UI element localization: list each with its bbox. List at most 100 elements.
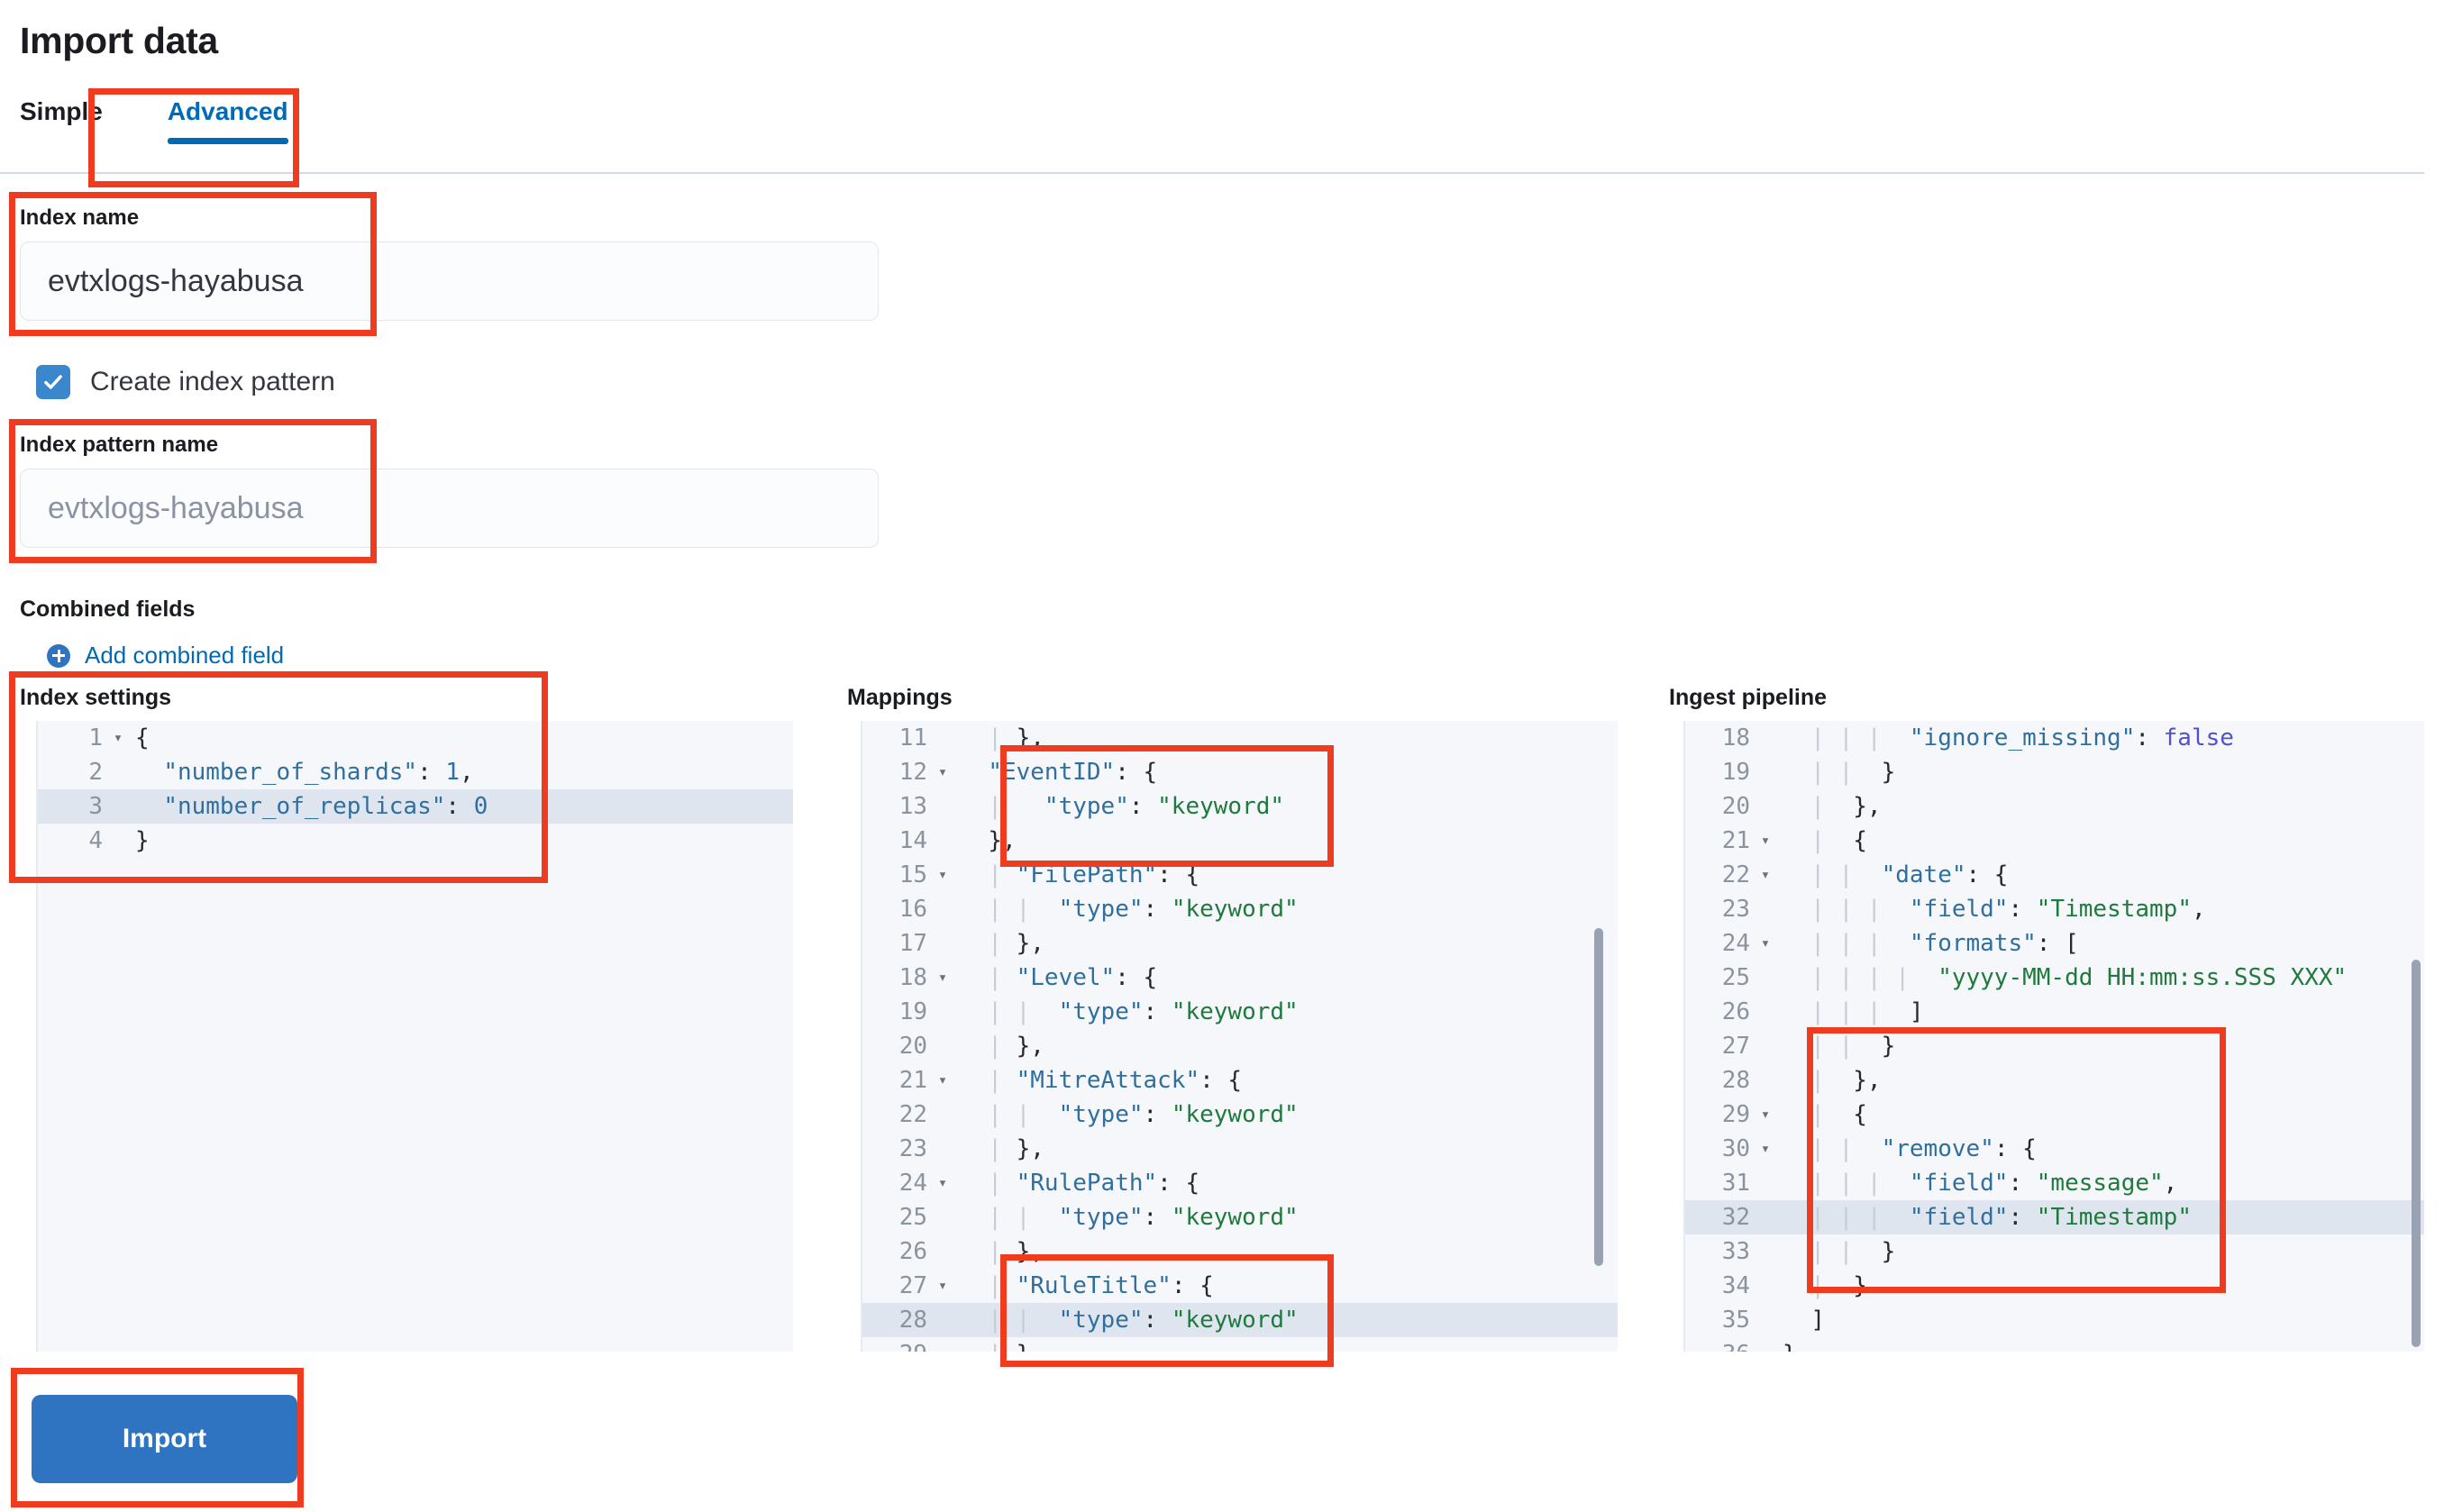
line-number: 34 bbox=[1685, 1269, 1755, 1303]
ingest-pipeline-title: Ingest pipeline bbox=[1669, 685, 1828, 710]
code-text: | "RulePath": { bbox=[960, 1170, 1200, 1197]
index-pattern-name-placeholder: evtxlogs-hayabusa bbox=[48, 490, 304, 525]
line-number: 25 bbox=[1685, 961, 1755, 995]
index-pattern-name-label: Index pattern name bbox=[20, 433, 219, 457]
fold-caret-icon[interactable]: ▾ bbox=[937, 866, 948, 884]
line-number: 20 bbox=[862, 1029, 933, 1063]
code-text: | | | "ignore_missing": false bbox=[1783, 724, 2234, 751]
code-text: | | | ] bbox=[1783, 998, 1924, 1025]
create-index-pattern-row[interactable]: Create index pattern bbox=[36, 365, 335, 399]
code-text: | }, bbox=[953, 1337, 1044, 1352]
fold-caret-icon[interactable]: ▾ bbox=[937, 763, 948, 781]
page-title: Import data bbox=[20, 20, 218, 61]
code-line: 2 "number_of_shards": 1, bbox=[38, 755, 793, 789]
code-text: } bbox=[135, 827, 150, 854]
code-line: 12▾ "EventID": { bbox=[862, 755, 1618, 789]
create-index-pattern-label: Create index pattern bbox=[90, 367, 335, 396]
code-text: | | } bbox=[1783, 1238, 1896, 1265]
code-line: 28 | | "type": "keyword" bbox=[862, 1303, 1618, 1337]
code-text: | }, bbox=[960, 724, 1044, 751]
line-number: 16 bbox=[862, 892, 933, 926]
add-combined-field-button[interactable]: Add combined field bbox=[47, 642, 284, 669]
fold-caret-icon[interactable]: ▾ bbox=[937, 1071, 948, 1089]
import-button[interactable]: Import bbox=[32, 1395, 297, 1483]
line-number: 19 bbox=[862, 995, 933, 1029]
line-number: 22 bbox=[862, 1098, 933, 1132]
code-line: 29▾ | { bbox=[1685, 1098, 2424, 1132]
code-line: 22 | | "type": "keyword" bbox=[862, 1098, 1618, 1132]
index-name-value: evtxlogs-hayabusa bbox=[48, 263, 304, 298]
code-text: | | "remove": { bbox=[1783, 1135, 2037, 1162]
code-text: | "MitreAttack": { bbox=[960, 1067, 1243, 1094]
checkmark-icon[interactable] bbox=[36, 365, 70, 399]
fold-caret-icon[interactable]: ▾ bbox=[1760, 1106, 1771, 1124]
ingest-pipeline-scrollbar[interactable] bbox=[2412, 960, 2421, 1347]
code-text: | "RuleTitle": { bbox=[960, 1272, 1214, 1299]
code-line: 15▾ | "FilePath": { bbox=[862, 858, 1618, 892]
code-text: | }, bbox=[960, 930, 1044, 957]
fold-caret-icon[interactable]: ▾ bbox=[1760, 866, 1771, 884]
fold-caret-icon[interactable]: ▾ bbox=[1760, 1140, 1771, 1158]
index-name-label: Index name bbox=[20, 205, 140, 230]
code-line: 36} bbox=[1685, 1337, 2424, 1352]
code-line: 19 | | } bbox=[1685, 755, 2424, 789]
code-text: | | | "formats": [ bbox=[1783, 930, 2079, 957]
mappings-editor[interactable]: 11 | },12▾ "EventID": {13 | "type": "key… bbox=[861, 721, 1618, 1352]
line-number: 27 bbox=[1685, 1029, 1755, 1063]
code-line: 4} bbox=[38, 824, 793, 858]
code-line: 19 | | "type": "keyword" bbox=[862, 995, 1618, 1029]
line-number: 22 bbox=[1685, 858, 1755, 892]
code-line: 11 | }, bbox=[862, 721, 1618, 755]
fold-caret-icon[interactable]: ▾ bbox=[937, 1277, 948, 1295]
line-number: 24 bbox=[1685, 926, 1755, 961]
code-text: | } bbox=[1783, 1272, 1867, 1299]
line-number: 28 bbox=[1685, 1063, 1755, 1098]
code-text: } bbox=[1775, 1337, 1797, 1352]
code-line: 24▾ | "RulePath": { bbox=[862, 1166, 1618, 1200]
mappings-scrollbar[interactable] bbox=[1594, 928, 1603, 1266]
tab-advanced[interactable]: Advanced bbox=[133, 99, 319, 144]
index-name-input[interactable]: evtxlogs-hayabusa bbox=[20, 241, 879, 321]
code-line: 26 | | | ] bbox=[1685, 995, 2424, 1029]
code-line: 34 | } bbox=[1685, 1269, 2424, 1303]
code-text: | }, bbox=[1783, 1067, 1882, 1094]
line-number: 11 bbox=[862, 721, 933, 755]
line-number: 31 bbox=[1685, 1166, 1755, 1200]
add-combined-field-label: Add combined field bbox=[85, 642, 285, 669]
code-line: 25 | | | | "yyyy-MM-dd HH:mm:ss.SSS XXX" bbox=[1685, 961, 2424, 995]
code-line: 13 | "type": "keyword" bbox=[862, 789, 1618, 824]
line-number: 20 bbox=[1685, 789, 1755, 824]
line-number: 35 bbox=[1685, 1303, 1755, 1337]
fold-caret-icon[interactable]: ▾ bbox=[937, 969, 948, 987]
line-number: 25 bbox=[862, 1200, 933, 1234]
code-line: 18 | | | "ignore_missing": false bbox=[1685, 721, 2424, 755]
code-text: | | "type": "keyword" bbox=[960, 998, 1299, 1025]
fold-caret-icon[interactable]: ▾ bbox=[1760, 934, 1771, 952]
code-line: 27▾ | "RuleTitle": { bbox=[862, 1269, 1618, 1303]
code-line: 22▾ | | "date": { bbox=[1685, 858, 2424, 892]
code-line: 20 | }, bbox=[1685, 789, 2424, 824]
line-number: 4 bbox=[38, 824, 108, 858]
tab-simple[interactable]: Simple bbox=[20, 97, 103, 125]
code-text: | }, bbox=[960, 1033, 1044, 1060]
fold-caret-icon[interactable]: ▾ bbox=[113, 729, 123, 747]
code-line: 1▾{ bbox=[38, 721, 793, 755]
code-text: ] bbox=[1810, 1307, 1825, 1334]
line-number: 33 bbox=[1685, 1234, 1755, 1269]
code-line: 27 | | } bbox=[1685, 1029, 2424, 1063]
code-line: 23 | }, bbox=[862, 1132, 1618, 1166]
code-line: 24 ▾ | | | "formats": [ bbox=[1685, 926, 2424, 961]
index-settings-editor[interactable]: 1▾{2 "number_of_shards": 1,3 "number_of_… bbox=[36, 721, 793, 1352]
code-line: 33 | | } bbox=[1685, 1234, 2424, 1269]
line-number: 21 bbox=[862, 1063, 933, 1098]
index-pattern-name-input[interactable]: evtxlogs-hayabusa bbox=[20, 469, 879, 548]
line-number: 18 bbox=[862, 961, 933, 995]
fold-caret-icon[interactable]: ▾ bbox=[1760, 832, 1771, 850]
fold-caret-icon[interactable]: ▾ bbox=[937, 1174, 948, 1192]
line-number: 18 bbox=[1685, 721, 1755, 755]
line-number: 28 bbox=[862, 1303, 933, 1337]
code-text: "number_of_shards": 1, bbox=[163, 759, 474, 786]
line-number: 29 bbox=[862, 1337, 933, 1352]
line-number: 13 bbox=[862, 789, 933, 824]
